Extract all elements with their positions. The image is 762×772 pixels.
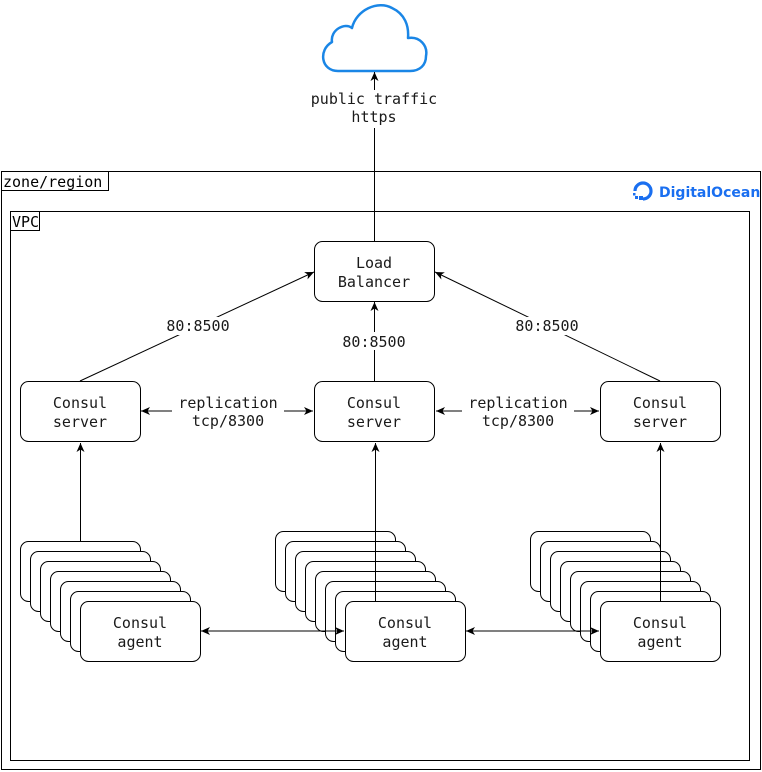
agent-label-line1: Consul [113, 614, 167, 632]
edge-label-bg [306, 90, 442, 128]
server-label-line1: Consul [347, 394, 401, 412]
agent-label-line2: agent [117, 633, 162, 651]
edge-label-bg [338, 332, 410, 350]
port-label-center: 80:8500 [342, 333, 405, 351]
public-traffic-label: public traffic [311, 90, 437, 108]
consul-server-3[interactable]: Consul server [600, 381, 721, 442]
edge-label-bg [162, 317, 234, 335]
load-balancer-label-line2: Balancer [338, 273, 410, 291]
vpc-container [10, 211, 750, 761]
agent-label-line2: agent [637, 633, 682, 651]
edge-label-bg [172, 395, 284, 431]
vpc-label: VPC [12, 213, 39, 231]
load-balancer-node[interactable]: Load Balancer [314, 241, 435, 302]
server-label-line1: Consul [633, 394, 687, 412]
replication-port-label-2: tcp/8300 [482, 412, 554, 430]
digitalocean-wordmark: DigitalOcean [659, 185, 760, 201]
server-label-line2: server [633, 413, 687, 431]
agent-label-line2: agent [382, 633, 427, 651]
edge-label-bg [511, 317, 583, 335]
zone-region-label: zone/region [3, 173, 102, 191]
agent-label-line1: Consul [378, 614, 432, 632]
https-label: https [351, 108, 396, 126]
consul-server-2[interactable]: Consul server [314, 381, 435, 442]
port-label-right: 80:8500 [515, 317, 578, 335]
server-label-line2: server [347, 413, 401, 431]
cloud-icon [322, 3, 428, 73]
consul-server-1[interactable]: Consul server [20, 381, 141, 442]
vpc-tag: VPC [10, 211, 40, 231]
port-label-left: 80:8500 [166, 317, 229, 335]
agent-label-line1: Consul [633, 614, 687, 632]
replication-label-1: replication [178, 394, 277, 412]
digitalocean-logo-icon [633, 181, 653, 201]
replication-port-label-1: tcp/8300 [192, 412, 264, 430]
load-balancer-label-line1: Load [356, 254, 392, 272]
server-label-line2: server [53, 413, 107, 431]
zone-region-tag: zone/region [1, 171, 109, 191]
edge-label-bg [462, 395, 574, 431]
digitalocean-brand: DigitalOcean [633, 181, 760, 201]
replication-label-2: replication [468, 394, 567, 412]
server-label-line1: Consul [53, 394, 107, 412]
